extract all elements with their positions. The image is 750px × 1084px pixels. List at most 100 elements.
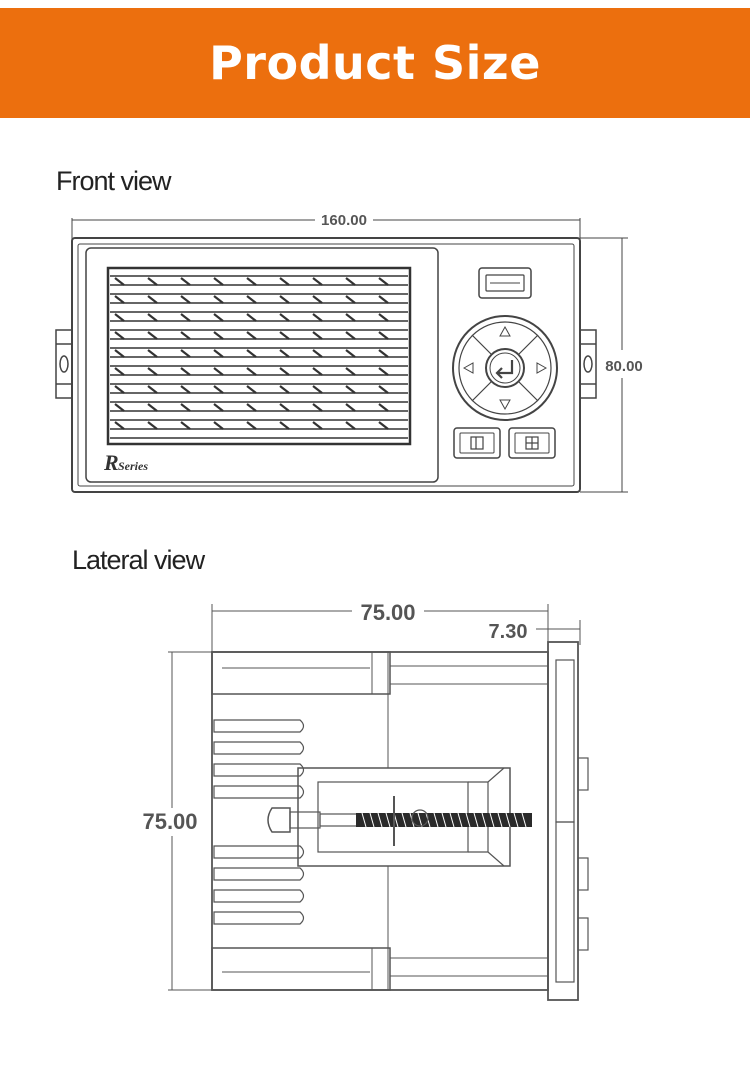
screen-tick: [312, 385, 323, 394]
thread-line: [473, 812, 479, 828]
screen-tick: [147, 295, 158, 304]
screen-tick: [312, 421, 323, 430]
front-view-drawing: 160.00 80.00: [55, 212, 643, 493]
front-view-label: Front view: [56, 166, 172, 196]
screen-tick: [114, 313, 125, 322]
screen-tick: [246, 313, 257, 322]
screen-tick: [312, 349, 323, 358]
terminal-fin: [213, 867, 305, 881]
thread-line: [417, 812, 423, 828]
screen-tick: [213, 349, 224, 358]
screen-tick: [312, 367, 323, 376]
logo-letter: R: [103, 450, 119, 475]
display-screen: [106, 266, 412, 446]
terminal-fin: [213, 741, 305, 755]
arrow-right-icon: [536, 362, 548, 374]
screen-tick: [345, 349, 356, 358]
thread-line: [465, 812, 471, 828]
screen-tick: [147, 385, 158, 394]
screen-tick: [345, 295, 356, 304]
arrow-left-icon: [462, 362, 474, 374]
screen-tick: [345, 313, 356, 322]
screen-tick: [213, 403, 224, 412]
screen-tick: [246, 295, 257, 304]
screen-tick: [213, 313, 224, 322]
screen-tick: [345, 331, 356, 340]
screen-tick: [147, 313, 158, 322]
thread-line: [497, 812, 503, 828]
thread-line: [385, 812, 391, 828]
screen-tick: [213, 421, 224, 430]
right-mount-clip: [579, 329, 597, 399]
screen-tick: [180, 385, 191, 394]
thread-line: [457, 812, 463, 828]
depth-dimension: [211, 604, 549, 652]
screen-tick: [279, 385, 290, 394]
screen-tick: [378, 421, 389, 430]
grid-icon: [525, 436, 539, 450]
lateral-height-dimension: [168, 651, 212, 991]
grid-button-key: [508, 427, 556, 459]
screen-tick: [147, 331, 158, 340]
screen-tick: [180, 295, 191, 304]
terminal-fin: [213, 911, 305, 925]
screen-tick: [114, 421, 125, 430]
thread-line: [489, 812, 495, 828]
screen-tick: [180, 313, 191, 322]
screen-tick: [312, 277, 323, 286]
terminal-fins: [213, 719, 305, 925]
usb-port-icon: [478, 267, 532, 299]
arrow-up-icon: [499, 325, 511, 337]
screen-tick: [378, 331, 389, 340]
screen-tick: [114, 367, 125, 376]
screen-tick: [279, 313, 290, 322]
screen-tick: [180, 277, 191, 286]
screen-tick: [147, 277, 158, 286]
screen-tick: [213, 295, 224, 304]
height-dimension: [580, 237, 628, 493]
thread-line: [449, 812, 455, 828]
screen-tick: [378, 367, 389, 376]
screen-tick: [114, 277, 125, 286]
terminal-fin: [213, 763, 305, 777]
screen-tick: [114, 295, 125, 304]
screen-tick: [213, 367, 224, 376]
thread-line: [521, 812, 527, 828]
front-housing: [71, 237, 581, 493]
lateral-height-value: 75.00: [142, 809, 197, 834]
screen-tick: [279, 349, 290, 358]
thread-line: [369, 812, 375, 828]
screen-tick: [312, 403, 323, 412]
width-dimension: [71, 218, 581, 240]
screen-tick: [147, 421, 158, 430]
enter-icon: [495, 360, 514, 379]
screen-tick: [345, 421, 356, 430]
screen-tick: [246, 403, 257, 412]
navigation-keypad: [452, 315, 558, 421]
screen-tick: [147, 403, 158, 412]
terminal-fin: [213, 785, 305, 799]
screen-tick: [213, 331, 224, 340]
screen-tick: [279, 295, 290, 304]
thread-line: [433, 812, 439, 828]
screen-tick: [246, 367, 257, 376]
screen-tick: [114, 331, 125, 340]
screen-tick: [246, 421, 257, 430]
screen-tick: [279, 331, 290, 340]
thread-line: [361, 812, 367, 828]
screen-tick: [279, 277, 290, 286]
mounting-screw: [267, 796, 532, 846]
screen-tick: [378, 385, 389, 394]
menu-icon: [470, 436, 484, 450]
left-mount-clip: [55, 329, 73, 399]
screen-tick: [180, 421, 191, 430]
height-dimension-value: 80.00: [605, 358, 643, 375]
thread-line: [513, 812, 519, 828]
logo-text: Series: [118, 459, 148, 473]
page-title: Product Size: [209, 36, 541, 90]
screen-tick: [279, 421, 290, 430]
screen-tick: [213, 277, 224, 286]
screen-tick: [312, 313, 323, 322]
terminal-fin: [213, 845, 305, 859]
